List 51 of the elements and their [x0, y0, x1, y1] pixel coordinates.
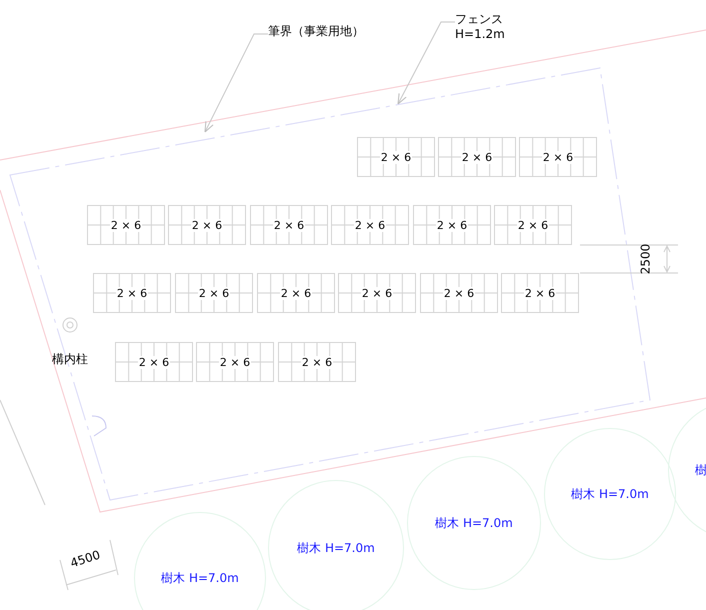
callout-text: 筆界（事業用地） [268, 24, 365, 39]
solar-panel-array [115, 342, 193, 382]
panel-label: 2 × 6 [116, 286, 148, 300]
solar-panel-array [196, 342, 274, 382]
solar-panel-array [338, 273, 416, 313]
panel-label: 2 × 6 [190, 218, 224, 232]
panel-label: 2 × 6 [218, 356, 252, 368]
tree-label: 樹木 H=7.0m [435, 515, 513, 532]
part-label: 構内柱 [52, 352, 88, 367]
panel-label: 2 × 6 [198, 286, 230, 300]
solar-panel-array [87, 205, 165, 245]
panel-label: 2 × 6 [280, 286, 312, 300]
solar-panel-array [438, 137, 516, 177]
dimension-label: 4500 [68, 548, 102, 570]
panel-label: 2 × 6 [442, 286, 476, 300]
tree-canopy [407, 456, 541, 590]
panel-label: 2 × 6 [110, 218, 142, 232]
callout-text: フェンス H=1.2m [455, 12, 506, 42]
solar-panel-array [250, 205, 328, 245]
solar-panel-array [519, 137, 597, 177]
solar-panel-array [175, 273, 253, 313]
leader-line [204, 34, 268, 132]
solar-panel-array [420, 273, 498, 313]
tree-canopy [134, 512, 266, 610]
panel-label: 2 × 6 [272, 218, 306, 232]
tree-label: 樹木 H=7.0m [297, 540, 375, 557]
leader-line [398, 22, 456, 104]
dimension-label: 2500 [638, 244, 652, 274]
solar-panel-array [501, 273, 579, 313]
solar-panel-array [357, 137, 435, 177]
solar-panel-array [494, 205, 572, 245]
panel-label: 2 × 6 [524, 286, 556, 300]
solar-panel-array [331, 205, 409, 245]
panel-label: 2 × 6 [436, 218, 468, 232]
tree-canopy [544, 428, 676, 560]
solar-panel-array [413, 205, 491, 245]
solar-panel-array [93, 273, 171, 313]
solar-panel-array [278, 342, 356, 382]
solar-panel-array [168, 205, 246, 245]
panel-label: 2 × 6 [138, 356, 170, 368]
panel-label: 2 × 6 [300, 356, 334, 368]
tree-canopy [268, 480, 404, 610]
panel-label: 2 × 6 [380, 150, 412, 164]
panel-label: 2 × 6 [354, 218, 386, 232]
tree-label: 樹木 H=7.0m [571, 486, 649, 503]
panel-label: 2 × 6 [360, 286, 394, 300]
panel-label: 2 × 6 [516, 218, 550, 232]
solar-panel-array [257, 273, 335, 313]
panel-label: 2 × 6 [542, 150, 574, 164]
panel-label: 2 × 6 [460, 150, 494, 164]
tree-label: 樹木 H=7.0m [161, 570, 239, 587]
